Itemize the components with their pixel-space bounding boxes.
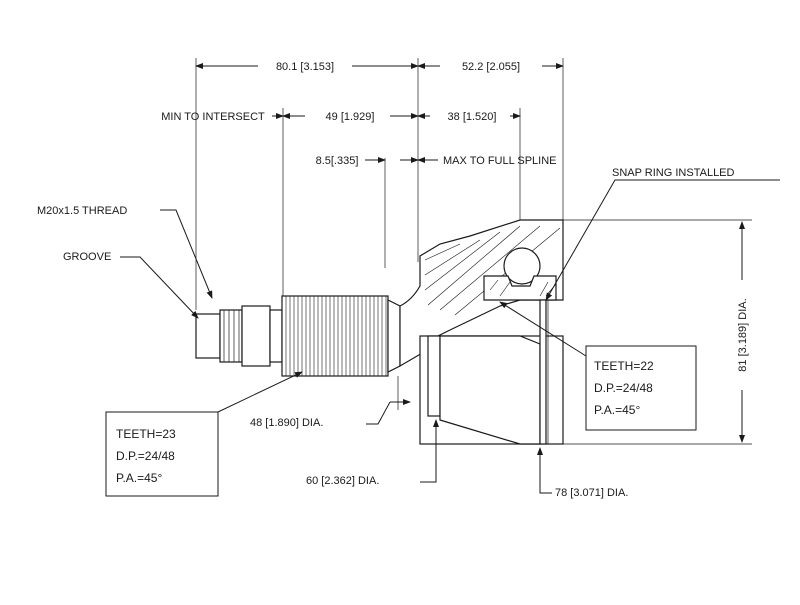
dim-overall-right: 52.2 [2.055]: [462, 61, 520, 73]
dim-housing-dia: 78 [3.071] DIA.: [555, 487, 628, 499]
bell-housing: [399, 219, 564, 445]
spec-right-teeth: TEETH=22: [594, 359, 654, 373]
leader-shaft-dia: [366, 401, 391, 425]
outer-race-collar: [427, 335, 441, 417]
thread-end-tip: [195, 313, 221, 359]
cv-ball: [503, 247, 541, 285]
leader-bell-dia: [420, 419, 439, 483]
spec-box-right: [585, 345, 697, 431]
spec-left-pa: P.A.=45°: [116, 471, 162, 485]
spec-right-pa: P.A.=45°: [594, 403, 640, 417]
label-max-to-full-spline: MAX TO FULL SPLINE: [443, 155, 557, 167]
leader-groove: [120, 256, 199, 319]
dim-overall-left: 80.1 [3.153]: [276, 61, 334, 73]
splined-shaft: [281, 295, 389, 377]
spec-left-dp: D.P.=24/48: [116, 449, 175, 463]
dim-full-spline: 38 [1.520]: [448, 111, 497, 123]
dim-shaft-dia: 48 [1.890] DIA.: [250, 417, 323, 429]
snap-ring: [539, 299, 547, 445]
groove-collar: [241, 305, 271, 367]
leader-spec-left: [217, 371, 303, 413]
callout-snap-ring: SNAP RING INSTALLED: [612, 167, 735, 179]
thread-stub: [195, 305, 283, 367]
neck: [269, 309, 283, 363]
leader-thread: [160, 209, 213, 299]
leader-housing-dia: [537, 447, 552, 494]
spline-body: [281, 295, 389, 377]
spec-box-left: [105, 411, 219, 497]
leader-snap-ring: [545, 179, 780, 301]
label-min-to-intersect: MIN TO INTERSECT: [161, 111, 265, 123]
dim-groove-offset: 8.5[.335]: [316, 155, 359, 167]
dim-bell-dia: 60 [2.362] DIA.: [306, 475, 379, 487]
cage-race: [483, 275, 557, 301]
shaft-neck: [387, 299, 401, 373]
callout-groove: GROOVE: [63, 251, 111, 263]
dim-intersect: 49 [1.929]: [326, 111, 375, 123]
spec-right-dp: D.P.=24/48: [594, 381, 653, 395]
callout-thread: M20x1.5 THREAD: [37, 205, 127, 217]
spec-left-teeth: TEETH=23: [116, 427, 176, 441]
dim-outer-dia: 81 [3.189] DIA.: [737, 298, 749, 371]
leader-spec-right: [499, 301, 587, 357]
